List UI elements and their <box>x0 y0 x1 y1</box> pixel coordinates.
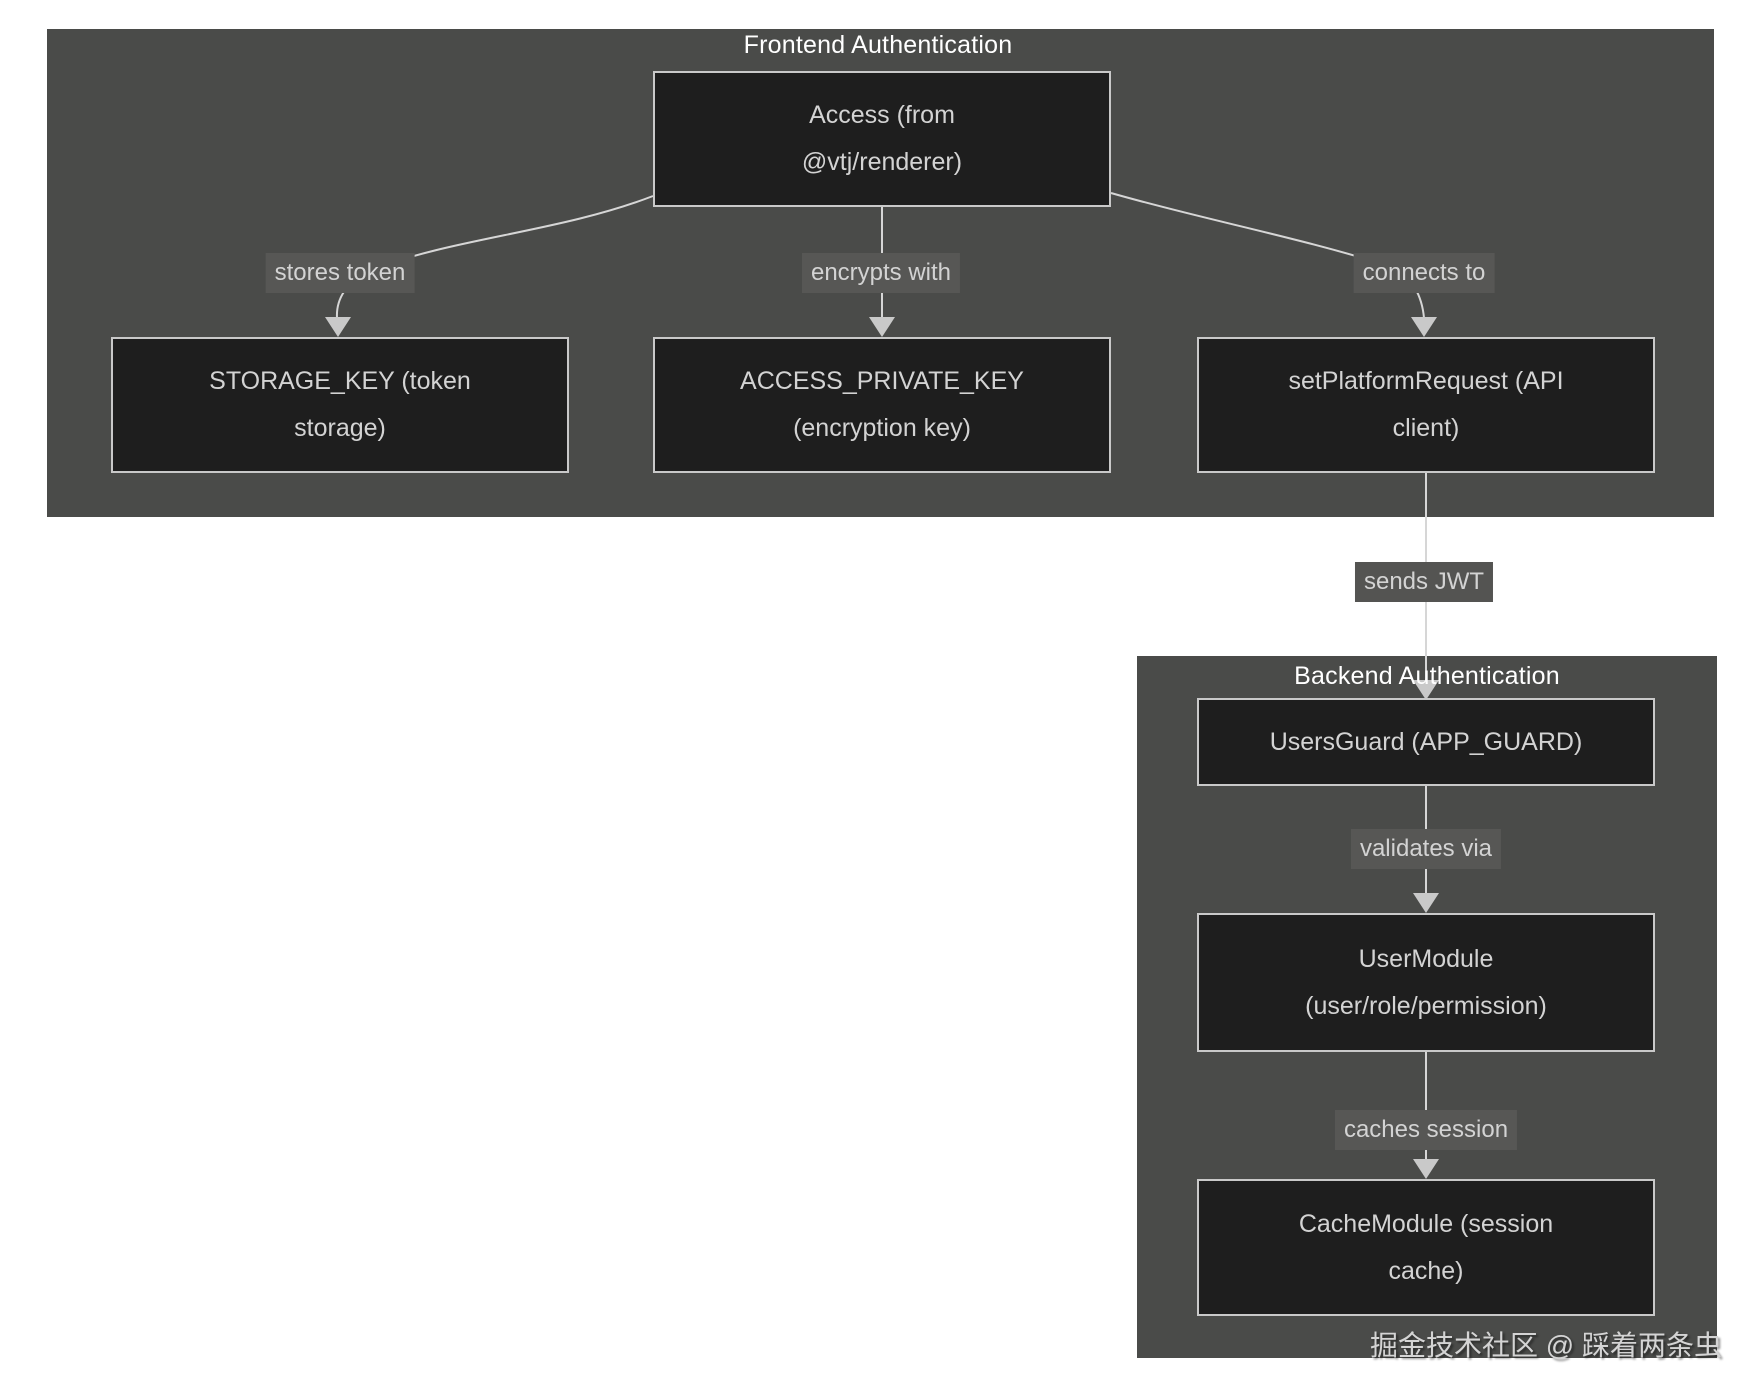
edge-label-connects-to: connects to <box>1353 253 1495 293</box>
node-user-module-line2: (user/role/permission) <box>1305 991 1547 1020</box>
node-access-line1: Access (from <box>809 101 955 129</box>
arrowhead-cache-module <box>1413 1159 1439 1179</box>
edge-label-caches-session: caches session <box>1334 1110 1518 1150</box>
node-access-private-key-line1: ACCESS_PRIVATE_KEY <box>740 367 1024 395</box>
arrowhead-user-module <box>1413 893 1439 913</box>
watermark: 掘金技术社区 @ 踩着两条虫 <box>1370 1330 1722 1361</box>
frontend-cluster-title: Frontend Authentication <box>743 31 1013 59</box>
node-access: Access (from @vtj/renderer) <box>653 71 1111 207</box>
node-set-platform-request: setPlatformRequest (API client) <box>1197 337 1655 473</box>
arrowhead-private-key <box>869 317 895 337</box>
backend-cluster-title: Backend Authentication <box>1294 662 1560 690</box>
node-access-line2: @vtj/renderer) <box>801 148 963 176</box>
node-access-private-key-line2: (encryption key) <box>793 414 971 442</box>
arrowhead-storage-key <box>325 317 351 337</box>
node-set-platform-request-line2: client) <box>1392 414 1460 442</box>
edge-label-sends-jwt: sends JWT <box>1354 562 1494 602</box>
node-users-guard-line1: UsersGuard (APP_GUARD) <box>1269 727 1583 756</box>
edge-label-encrypts-with: encrypts with <box>801 253 961 293</box>
node-storage-key: STORAGE_KEY (token storage) <box>111 337 569 473</box>
node-set-platform-request-line1: setPlatformRequest (API <box>1288 367 1564 395</box>
node-cache-module: CacheModule (session cache) <box>1197 1179 1655 1316</box>
arrowhead-set-platform <box>1411 317 1437 337</box>
node-cache-module-line1: CacheModule (session <box>1298 1209 1554 1238</box>
node-storage-key-line1: STORAGE_KEY (token <box>209 367 471 395</box>
edge-label-stores-token: stores token <box>265 253 415 293</box>
node-cache-module-line2: cache) <box>1388 1256 1464 1285</box>
node-user-module-line1: UserModule <box>1358 944 1494 973</box>
node-user-module: UserModule (user/role/permission) <box>1197 913 1655 1052</box>
edge-label-validates-via: validates via <box>1350 829 1502 869</box>
arrowhead-users-guard <box>1413 680 1439 700</box>
node-storage-key-line2: storage) <box>294 414 386 442</box>
node-access-private-key: ACCESS_PRIVATE_KEY (encryption key) <box>653 337 1111 473</box>
node-users-guard: UsersGuard (APP_GUARD) <box>1197 698 1655 786</box>
edge-access-to-storage-key <box>335 195 654 319</box>
